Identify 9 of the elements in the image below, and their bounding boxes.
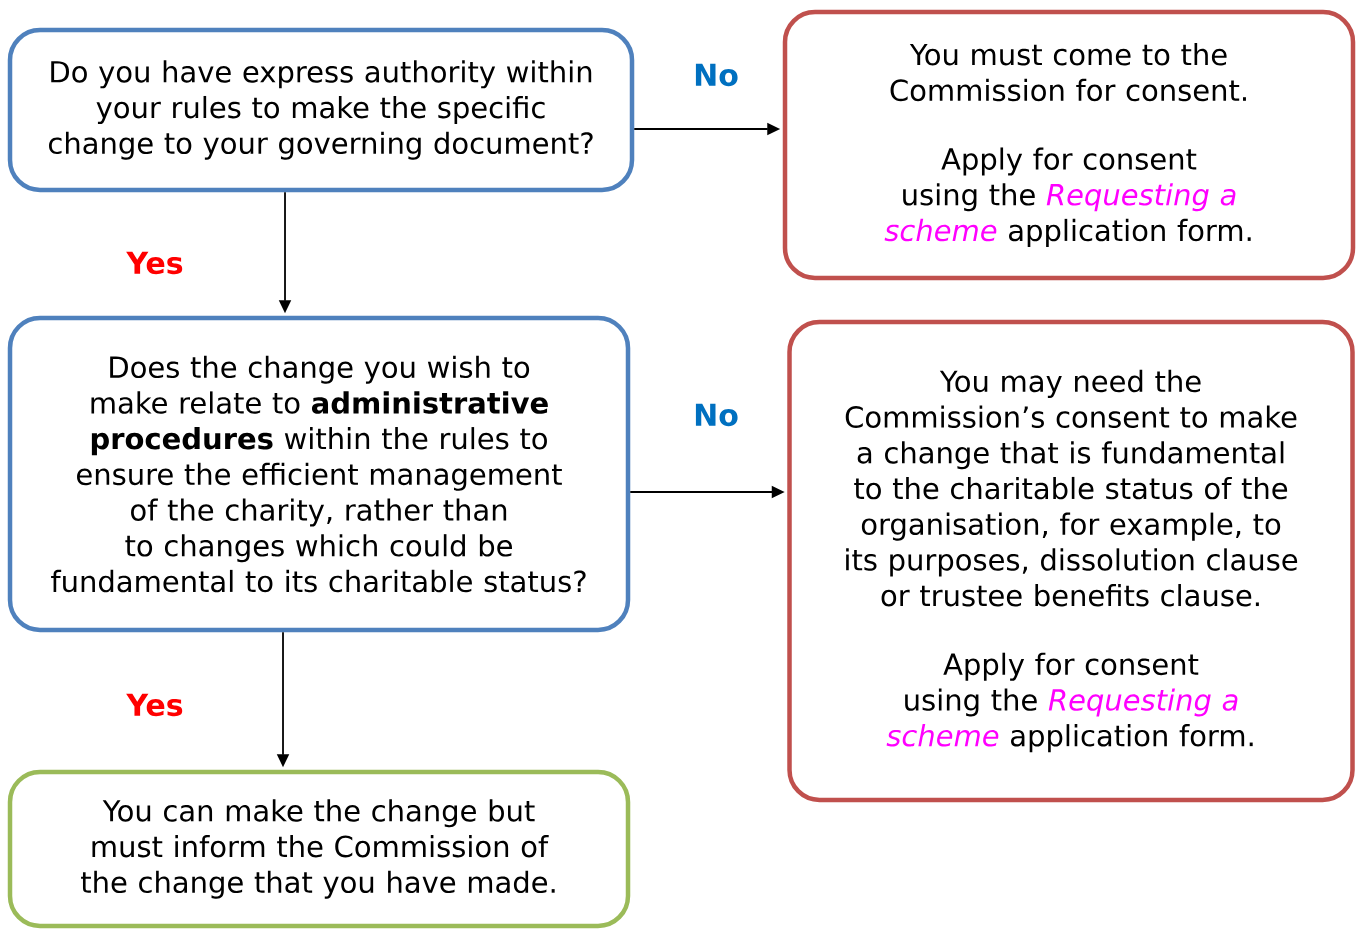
edge-label: Yes xyxy=(126,693,183,717)
decision-box: Do you have express authority within your rules to make the specific change to your governing document? xyxy=(7,27,635,193)
decision-box: Does the change you wish to make relate to administrative procedures within the rules to ensure the efficient management of the charity, rather than to changes which could be fundamental to its charitable status? xyxy=(7,315,631,633)
outcome-box: You may need the Commission’s consent to make a change that is fundamental to the charitable status of the organisation, for example, to its purposes, dissolution clause or trustee benefits clause. Apply for consent using the Requesting a scheme application form. xyxy=(787,319,1355,803)
edge-label: Yes xyxy=(126,251,183,275)
edge-label: No xyxy=(695,63,738,87)
outcome-box: You can make the change but must inform the Commission of the change that you have made. xyxy=(7,769,631,929)
edge-label: No xyxy=(695,403,738,427)
outcome-box: You must come to the Commission for consent. Apply for consent using the Requesting a scheme application form. xyxy=(782,9,1356,281)
